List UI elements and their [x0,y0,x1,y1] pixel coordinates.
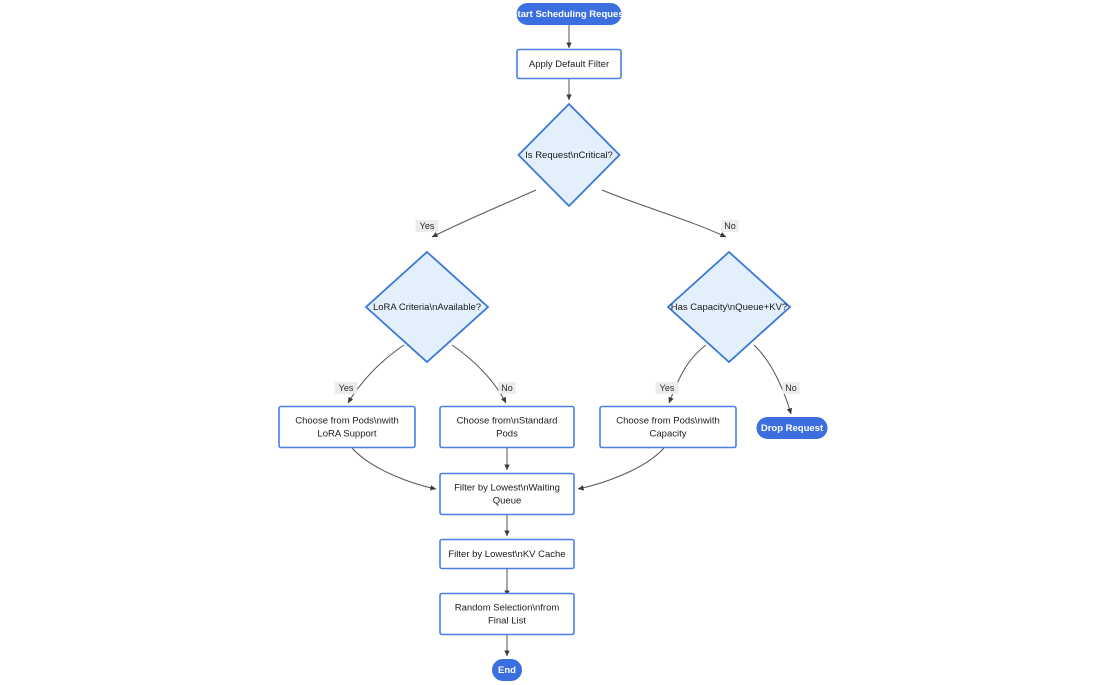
flow-node-drop_request[interactable]: Drop Request [756,417,828,439]
flow-edge [347,344,405,404]
flow-edge [431,189,537,238]
edge-label-e6: No [498,382,516,394]
process-shape [439,538,575,570]
process-shape [278,405,416,449]
node-label-drop_request: Drop Request [761,423,824,434]
flow-node-has_capacity[interactable]: Has Capacity\nQueue+KV? [666,250,792,364]
flow-node-is_critical[interactable]: Is Request\nCritical? [517,102,621,208]
edge-label-text: No [724,221,736,231]
edge-label-e5: Yes [334,382,358,394]
flow-node-lora_criteria[interactable]: LoRA Criteria\nAvailable? [364,250,490,364]
terminal-shape [492,659,522,681]
node-label-apply_filter: Apply Default Filter [529,59,609,70]
flow-edge [451,344,507,404]
node-label-is_critical: Is Request\nCritical? [525,150,613,161]
edge-label-e7: Yes [655,382,679,394]
edge-label-text: No [785,383,797,393]
node-label-start: Start Scheduling Request [511,9,627,20]
node-label-lora_criteria: LoRA Criteria\nAvailable? [373,302,481,313]
node-label-filter_kv: Filter by Lowest\nKV Cache [448,549,565,560]
edge-label-e4: No [721,220,739,232]
edge-label-background [415,220,439,232]
edges-layer [347,25,793,657]
edge-label-background [334,382,358,394]
edge-label-text: Yes [660,383,675,393]
process-shape [439,472,575,516]
process-shape [599,405,737,449]
node-label-end: End [498,665,516,676]
decision-shape [666,250,792,364]
edge-label-text: No [501,383,513,393]
edge-label-background [655,382,679,394]
process-shape [516,48,622,80]
process-shape [439,592,575,636]
decision-shape [517,102,621,208]
flow-edge [577,447,665,491]
edge-label-text: Yes [420,221,435,231]
flow-edge [351,447,437,491]
edge-label-background [498,382,516,394]
process-shape [439,405,575,449]
edge-label-e8: No [782,382,800,394]
decision-shape [364,250,490,364]
edge-label-background [782,382,800,394]
edge-label-background [721,220,739,232]
terminal-shape [756,417,828,439]
flow-node-start[interactable]: Start Scheduling Request [511,3,628,25]
edge-label-text: Yes [339,383,354,393]
flow-node-end[interactable]: End [492,659,522,681]
terminal-shape [516,3,622,25]
edge-label-e3: Yes [415,220,439,232]
flow-node-apply_filter[interactable]: Apply Default Filter [516,48,622,80]
node-label-has_capacity: Has Capacity\nQueue+KV? [671,302,787,313]
flow-node-filter_kv[interactable]: Filter by Lowest\nKV Cache [439,538,575,570]
flow-edge [668,344,707,404]
flow-edge [601,189,727,238]
flow-edge [753,344,793,415]
